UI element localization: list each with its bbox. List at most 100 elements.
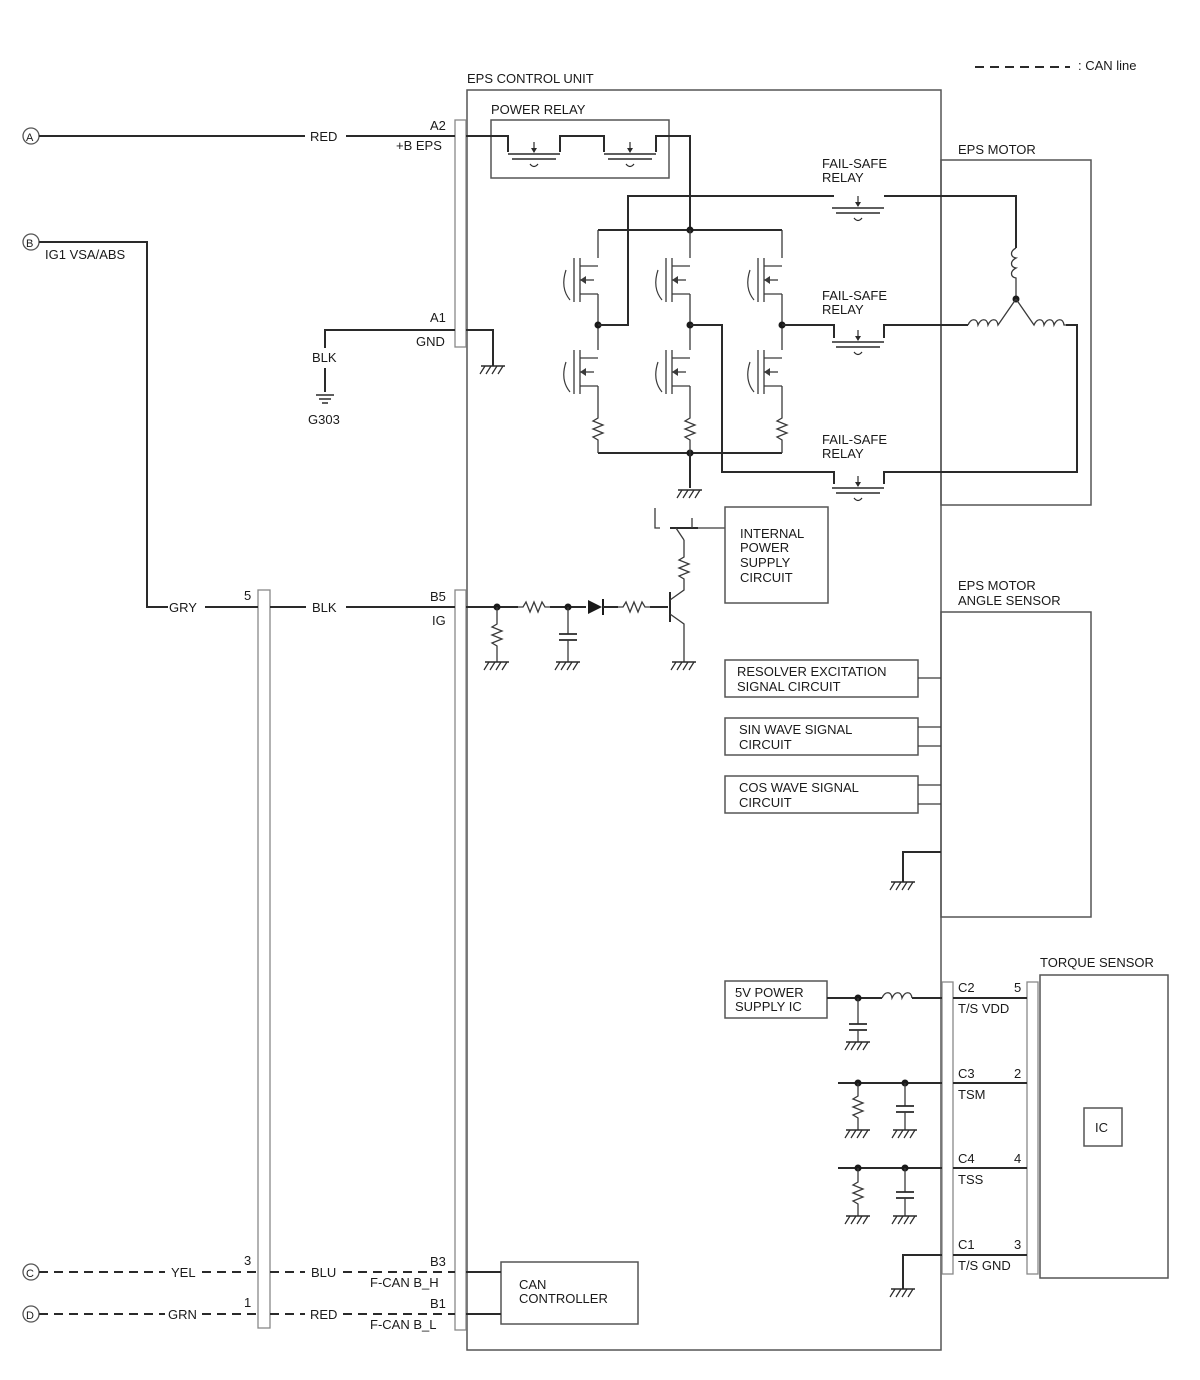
diode (588, 599, 604, 615)
pin-a2: A2 (430, 118, 446, 133)
node-b-label: B (26, 238, 33, 250)
pin-tsm: TSM (958, 1087, 985, 1102)
internal-power-supply-label-3: SUPPLY (740, 555, 791, 570)
pin-b1: B1 (430, 1296, 446, 1311)
power-relay-contact-1 (507, 141, 561, 168)
joint-connector (257, 589, 271, 1329)
resolver-label-2: SIGNAL CIRCUIT (737, 679, 841, 694)
fail-safe-relay-3-label-1: FAIL-SAFE (822, 432, 887, 447)
wire-yel-label: YEL (171, 1265, 196, 1280)
node-a: A (22, 127, 40, 145)
pin-c2: C2 (958, 980, 975, 995)
node-d-label: D (26, 1310, 34, 1322)
wire-gry-label: GRY (169, 600, 197, 615)
fail-safe-relay-1-label-1: FAIL-SAFE (822, 156, 887, 171)
pin-c4: C4 (958, 1151, 975, 1166)
internal-power-supply-box (724, 506, 829, 604)
eps-motor-label: EPS MOTOR (958, 142, 1036, 157)
angle-sensor-label-2: ANGLE SENSOR (958, 593, 1061, 608)
eps-control-unit-label: EPS CONTROL UNIT (467, 71, 594, 86)
transistor-upper (654, 508, 698, 541)
power-ic-box (724, 980, 828, 1019)
node-a-label: A (26, 132, 34, 144)
fail-safe-relay-3-label-2: RELAY (822, 446, 864, 461)
can-controller-box (500, 1261, 639, 1325)
pin-a1: A1 (430, 310, 446, 325)
torque-connector (1026, 981, 1039, 1275)
pin-ts-gnd: T/S GND (958, 1258, 1011, 1273)
pin-b3: B3 (430, 1254, 446, 1269)
angle-sensor-box (940, 611, 1092, 918)
legend: : CAN line (975, 58, 1137, 73)
fail-safe-relay-1-label-2: RELAY (822, 170, 864, 185)
ground-g303-symbol (316, 394, 334, 404)
sin-wave-label-2: CIRCUIT (739, 737, 792, 752)
pin-tss: TSS (958, 1172, 984, 1187)
ground-icon (889, 881, 916, 891)
pin-ig: IG (432, 613, 446, 628)
torque-sensor-box (1039, 974, 1169, 1279)
inverter-column-2 (655, 230, 696, 453)
internal-power-supply-label-2: POWER (740, 540, 789, 555)
connector-c (941, 981, 954, 1275)
node-b: B (22, 233, 40, 251)
power-relay-label: POWER RELAY (491, 102, 586, 117)
pin-b5: B5 (430, 589, 446, 604)
node-c: C (22, 1263, 40, 1281)
pin-j1: 1 (244, 1295, 251, 1310)
transistor (669, 585, 685, 662)
pin-t4: 4 (1014, 1151, 1021, 1166)
connector-a (454, 119, 467, 348)
pin-j5: 5 (244, 588, 251, 603)
fail-safe-relay-2 (831, 329, 885, 356)
cos-wave-label-2: CIRCUIT (739, 795, 792, 810)
pin-c3: C3 (958, 1066, 975, 1081)
pin-fcan-l: F-CAN B_L (370, 1317, 436, 1332)
pin-b-eps: +B EPS (396, 138, 442, 153)
pin-ts-vdd: T/S VDD (958, 1001, 1009, 1016)
can-controller-label-2: CONTROLLER (519, 1291, 608, 1306)
cos-wave-box (724, 775, 919, 814)
cos-wave-label-1: COS WAVE SIGNAL (739, 780, 859, 795)
angle-sensor-label-1: EPS MOTOR (958, 578, 1036, 593)
wire-red-d-label: RED (310, 1307, 337, 1322)
power-ic-label-1: 5V POWER (735, 985, 804, 1000)
pin-j3: 3 (244, 1253, 251, 1268)
ground-g303-label: G303 (308, 412, 340, 427)
torque-sensor-label: TORQUE SENSOR (1040, 955, 1154, 970)
resolver-label-1: RESOLVER EXCITATION (737, 664, 887, 679)
fail-safe-relay-2-label-2: RELAY (822, 302, 864, 317)
wire-b-ig1 (39, 241, 168, 608)
pin-gnd: GND (416, 334, 445, 349)
wire-blk-b5-label: BLK (312, 600, 337, 615)
fail-safe-relay-3 (831, 475, 885, 502)
ground-icon (479, 365, 506, 375)
pin-t3: 3 (1014, 1237, 1021, 1252)
power-relay-box (490, 119, 670, 179)
wire-grn-label: GRN (168, 1307, 197, 1322)
ground-icon (889, 1288, 916, 1298)
wire-blu-label: BLU (311, 1265, 336, 1280)
inverter-column-3 (747, 230, 788, 453)
can-controller-label-1: CAN (519, 1277, 546, 1292)
power-relay-contact-2 (603, 141, 657, 168)
node-c-label: C (26, 1268, 34, 1280)
connector-b (454, 589, 467, 1331)
motor-windings (967, 247, 1066, 328)
wire-gnd-blk (324, 329, 455, 348)
ig1-label: IG1 VSA/ABS (45, 247, 126, 262)
pin-fcan-h: F-CAN B_H (370, 1275, 439, 1290)
internal-power-supply-label-1: INTERNAL (740, 526, 804, 541)
power-ic-label-2: SUPPLY IC (735, 999, 802, 1014)
fail-safe-relay-2-label-1: FAIL-SAFE (822, 288, 887, 303)
wire-blk-gnd-label: BLK (312, 350, 337, 365)
wire-red-a-label: RED (310, 129, 337, 144)
fail-safe-relay-1 (831, 195, 885, 222)
pin-t2: 2 (1014, 1066, 1021, 1081)
sin-wave-box (724, 717, 919, 756)
pin-t5: 5 (1014, 980, 1021, 995)
pin-c1: C1 (958, 1237, 975, 1252)
sin-wave-label-1: SIN WAVE SIGNAL (739, 722, 852, 737)
ground-icon (676, 489, 703, 499)
